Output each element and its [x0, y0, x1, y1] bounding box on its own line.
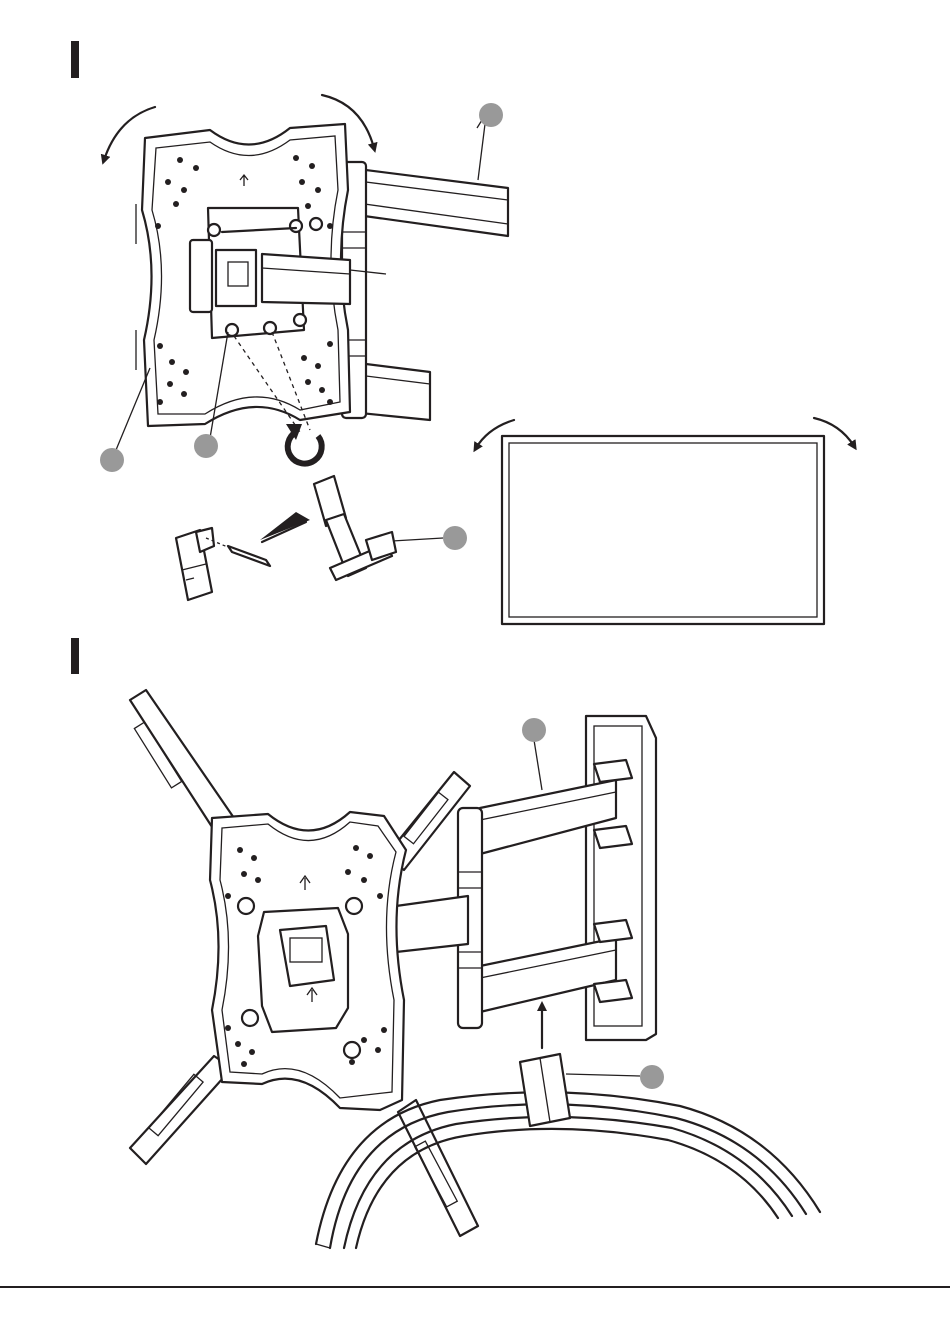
callout-arm — [522, 718, 546, 742]
tighten-rotation-icon — [286, 424, 322, 464]
callout-arm — [479, 103, 503, 127]
swing-arm-upper — [480, 760, 632, 854]
swing-arm-upper — [350, 168, 508, 236]
vesa-plate — [210, 812, 406, 1110]
swing-arm-lower — [480, 920, 632, 1012]
tv-bracket-arm-top-left — [130, 690, 234, 830]
hex-key-tool-icon — [176, 476, 396, 600]
tv-screen-icon — [502, 436, 824, 624]
tv-bracket-arm-bottom-right — [398, 1100, 478, 1236]
center-arm — [396, 896, 468, 952]
callout-plate — [100, 448, 124, 472]
callout-key — [443, 526, 467, 550]
cable-clip-icon — [520, 1054, 570, 1126]
step-2-illustration — [130, 690, 820, 1248]
tv-bracket-arm-bottom-left — [130, 1056, 232, 1164]
callout-bolt — [194, 434, 218, 458]
callout-cable-clip — [640, 1065, 664, 1089]
step-1-illustration — [100, 95, 854, 624]
